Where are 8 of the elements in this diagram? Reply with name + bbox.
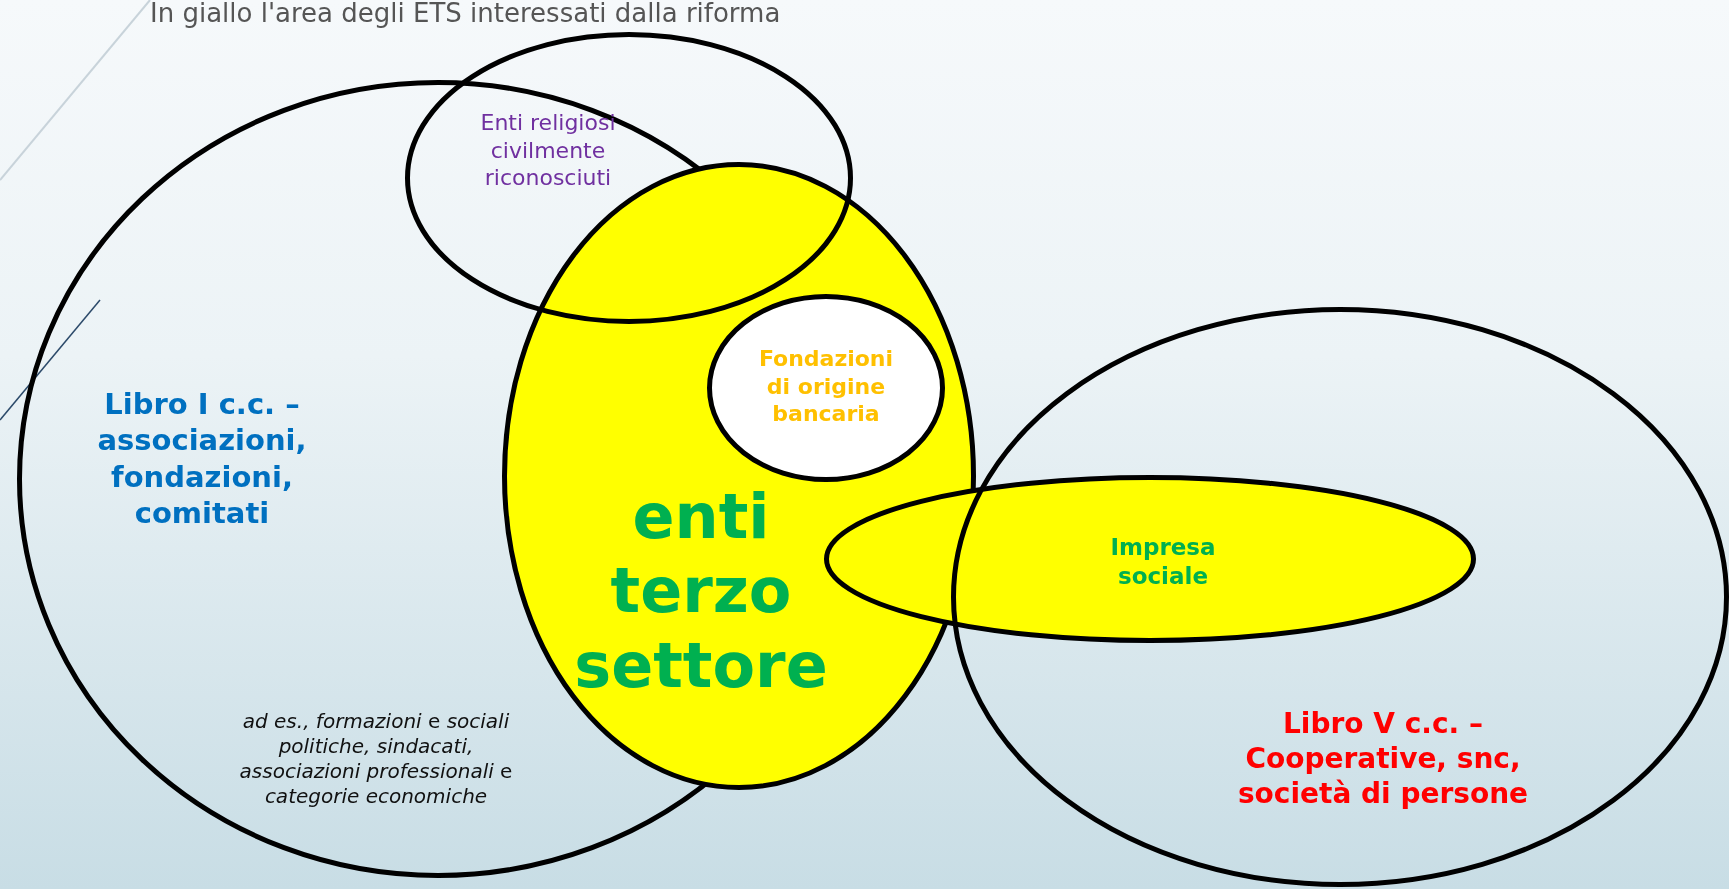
slide-title: In giallo l'area degli ETS interessati dalla riforma [150, 0, 781, 28]
ellipse-label: Enti religiosi civilmente riconosciuti [479, 108, 617, 192]
note-text: ad es., formazioni e sociali politiche, sindacati, associazioni professionali e categorie economiche [238, 709, 514, 809]
ellipse-label: Libro V c.c. – Cooperative, snc, società di persone [1236, 705, 1530, 811]
ellipse-label: enti terzo settore [573, 480, 829, 704]
ellipse-label: Fondazioni di origine bancaria [757, 344, 895, 428]
ellipse-label: Impresa sociale [1109, 533, 1217, 591]
ellipse-label: Libro I c.c. – associazioni, fondazioni, comitati [96, 385, 308, 531]
